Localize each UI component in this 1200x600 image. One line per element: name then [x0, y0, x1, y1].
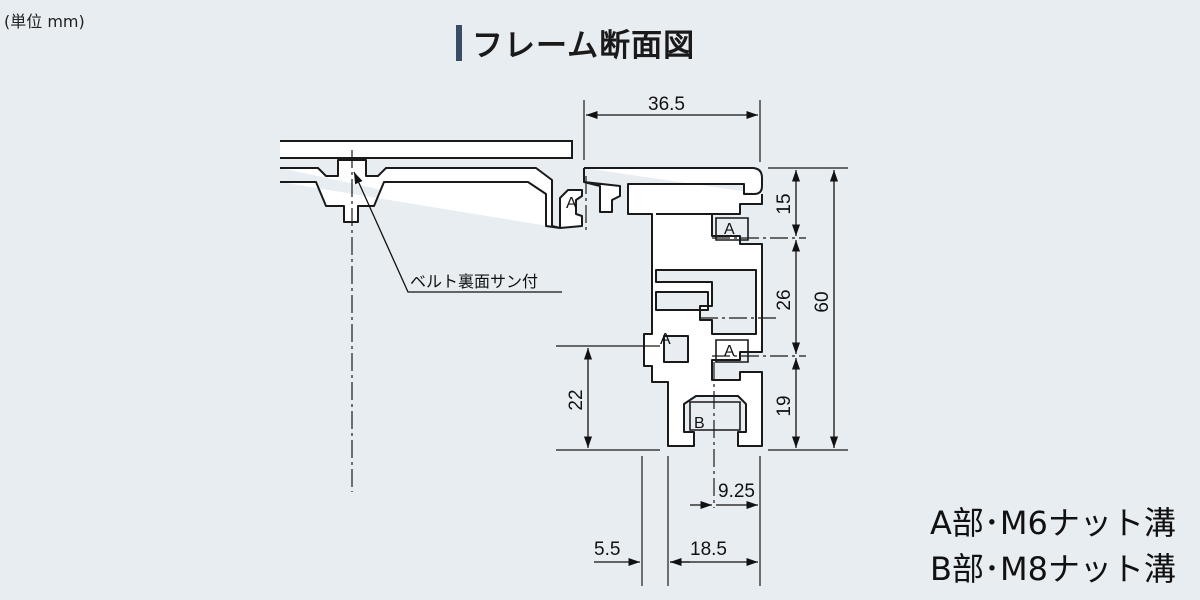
- groove-label-b1: B: [694, 415, 705, 432]
- m8-slot: [689, 401, 741, 431]
- dim-w5-5: 5.5: [594, 539, 620, 560]
- dim-h15: 15: [774, 193, 795, 214]
- dim-h60: 60: [812, 291, 833, 312]
- groove-label-a1: A: [566, 195, 577, 212]
- lower-t-slot: [715, 339, 749, 363]
- title-block: フレーム断面図: [456, 20, 695, 65]
- dim-h19: 19: [774, 395, 795, 416]
- dimension-lines: [583, 110, 839, 567]
- dim-h22: 22: [566, 389, 587, 410]
- belt-strip: [280, 140, 573, 159]
- groove-label-a4: A: [724, 343, 735, 360]
- page-title: フレーム断面図: [472, 28, 696, 64]
- aluminum-frame-profile: [583, 167, 763, 447]
- upper-t-slot: [715, 217, 749, 241]
- dim-top-width: 36.5: [648, 94, 685, 115]
- dim-w18-5: 18.5: [690, 539, 727, 560]
- dim-h26: 26: [774, 289, 795, 310]
- dim-w9-25: 9.25: [718, 481, 755, 502]
- bracket-profile: [280, 159, 583, 229]
- unit-note: (単位 mm): [4, 12, 85, 31]
- legend-line-a: A部･M6ナット溝: [930, 504, 1176, 542]
- extension-lines: [556, 100, 848, 586]
- legend-line-b: B部･M8ナット溝: [930, 550, 1176, 588]
- belt-label: ベルト裏面サン付: [410, 272, 538, 291]
- groove-label-a2: A: [724, 221, 735, 238]
- nut-groove-legend: A部･M6ナット溝 B部･M8ナット溝: [930, 500, 1176, 592]
- groove-label-a3: A: [660, 331, 671, 348]
- title-accent-bar: [456, 24, 462, 61]
- belt-label-leader: [353, 171, 562, 293]
- center-lines: [351, 150, 806, 508]
